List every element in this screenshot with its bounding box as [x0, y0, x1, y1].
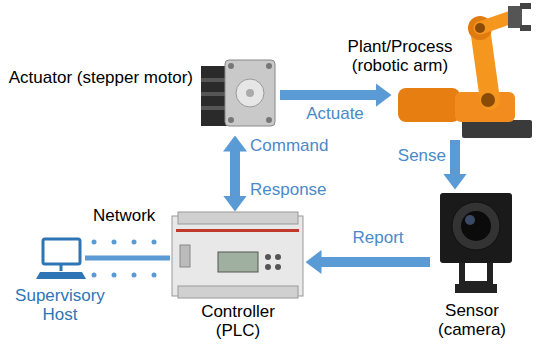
camera-bracket: [462, 263, 490, 284]
motor-screw: [266, 63, 272, 69]
stepper-motor: [201, 60, 275, 126]
plc-unit: [172, 212, 303, 298]
arm-joint: [481, 93, 495, 107]
arm-joint: [475, 23, 485, 33]
connector-label: Sense: [398, 146, 446, 165]
component-label: Sensor (camera): [432, 301, 512, 339]
signal-arrow: [450, 140, 460, 174]
component-node: Controller (PLC): [170, 212, 305, 300]
camera-lens: [452, 202, 500, 250]
gripper-finger: [520, 3, 531, 9]
component-label: Controller (PLC): [193, 302, 283, 340]
component-node: Actuator (stepper motor): [195, 55, 280, 135]
arm-base: [462, 120, 532, 138]
camera: [440, 193, 512, 293]
monitor: [43, 239, 80, 264]
motor-screw: [228, 63, 234, 69]
camera-body: [440, 193, 512, 263]
motor-screw: [228, 117, 234, 123]
motor-boss: [236, 79, 264, 107]
network-dot: [132, 273, 137, 278]
plc-button: [275, 254, 281, 260]
arm-upper: [480, 17, 512, 28]
plc-port: [180, 245, 190, 267]
plc-stripe: [176, 229, 299, 232]
signal-arrow: [280, 90, 376, 100]
motor-flange: [225, 60, 275, 126]
camera-lens-glass: [461, 211, 491, 241]
plc-terminals: [178, 286, 298, 298]
component-label: Plant/Process (robotic arm): [338, 37, 463, 75]
monitor-stand: [60, 265, 63, 271]
component-node: Supervisory Host: [38, 236, 85, 280]
network-dot: [112, 273, 117, 278]
plc-button: [265, 264, 271, 270]
arm-housing: [398, 88, 460, 122]
connector-label: Actuate: [306, 104, 364, 123]
component-node: Plant/Process (robotic arm): [392, 2, 533, 140]
network-dot: [152, 273, 157, 278]
component-label: Supervisory Host: [8, 286, 113, 324]
plc-terminals: [178, 212, 298, 224]
gripper-finger: [520, 25, 531, 31]
arm-wrist: [508, 6, 522, 28]
network-dot: [112, 240, 117, 245]
camera-mount: [455, 284, 497, 293]
motor-shaft: [246, 89, 254, 97]
signal-arrow: [321, 257, 430, 267]
signal-arrow: [230, 151, 240, 196]
plc-body: [172, 216, 303, 296]
computer-icon: [36, 239, 86, 279]
network-dot: [152, 240, 157, 245]
keyboard: [36, 272, 86, 279]
component-node: Sensor (camera): [430, 190, 520, 298]
connector-label: Report: [352, 228, 403, 247]
motor-screw: [266, 117, 272, 123]
network-dot: [92, 240, 97, 245]
plc-button: [275, 264, 281, 270]
connector-label: Command: [250, 136, 328, 155]
plc-display: [218, 252, 258, 272]
network-dot: [132, 240, 137, 245]
connector-label: Network: [93, 206, 155, 225]
lens-glint: [465, 215, 475, 225]
component-label: Actuator (stepper motor): [9, 68, 193, 87]
plc-button: [265, 254, 271, 260]
network-link: [85, 256, 170, 261]
signal-label: Response: [250, 180, 327, 199]
network-dot: [92, 273, 97, 278]
